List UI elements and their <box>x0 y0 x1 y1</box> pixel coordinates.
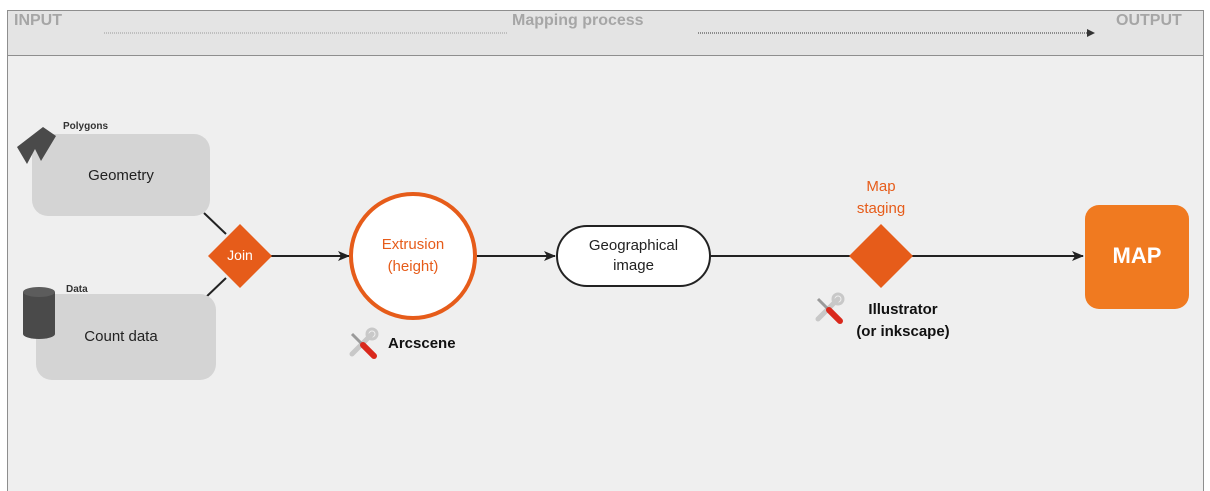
header-process-label: Mapping process <box>512 12 644 29</box>
staging-line-2: staging <box>856 200 906 217</box>
geometry-box <box>32 134 210 216</box>
data-caption: Data <box>66 284 88 295</box>
arcscene-label: Arcscene <box>388 335 456 352</box>
geo-line-1: Geographical <box>588 237 679 254</box>
wrench-screwdriver-icon <box>815 292 845 324</box>
polygons-caption: Polygons <box>63 121 109 132</box>
staging-line-1: Map <box>866 178 896 195</box>
polygon-shape-icon <box>17 127 56 164</box>
database-cylinder-icon <box>23 287 55 339</box>
count-data-box <box>36 294 216 380</box>
connector-geometry-join <box>203 212 227 235</box>
header-output-label: OUTPUT <box>1116 12 1182 29</box>
extrusion-circle <box>349 192 477 320</box>
diagram-frame <box>7 10 1204 491</box>
geographical-image-label: Geographical image <box>557 236 710 276</box>
map-output-label: MAP <box>1112 243 1162 268</box>
join-label: Join <box>227 247 253 263</box>
illustrator-label: Illustrator (or inkscape) <box>840 299 966 343</box>
wrench-screwdriver-icon <box>349 327 379 359</box>
geographical-image-node <box>556 225 711 287</box>
map-output-box <box>1085 205 1189 309</box>
geo-line-2: image <box>613 257 654 274</box>
map-staging-diamond <box>849 224 913 288</box>
extrusion-line-1: Extrusion <box>381 236 445 253</box>
geometry-label: Geometry <box>88 167 154 184</box>
join-diamond <box>208 224 272 288</box>
count-data-label: Count data <box>84 328 158 345</box>
extrusion-label: Extrusion (height) <box>351 234 475 278</box>
process-header <box>8 11 1203 56</box>
illustrator-line-1: Illustrator <box>868 301 938 318</box>
illustrator-line-2: (or inkscape) <box>856 323 950 340</box>
header-input-label: INPUT <box>14 12 62 29</box>
connector-count-join <box>203 277 227 300</box>
map-staging-label: Map staging <box>831 176 931 220</box>
extrusion-line-2: (height) <box>387 258 439 275</box>
